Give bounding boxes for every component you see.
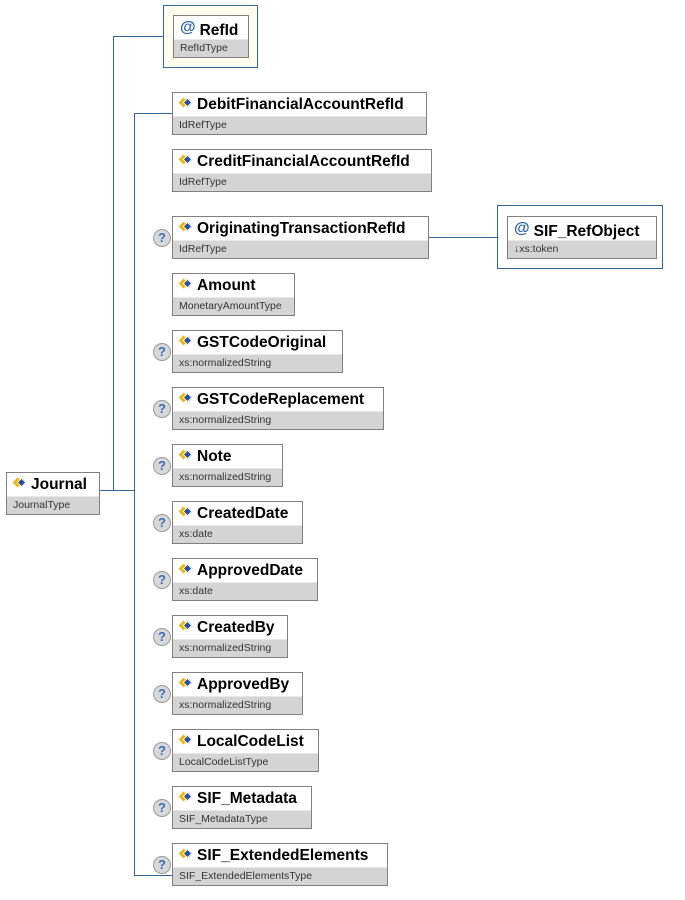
element-icon <box>179 450 193 460</box>
element-name: ApprovedDate <box>197 562 303 579</box>
element-type: xs:date <box>173 582 317 600</box>
element-approveddate[interactable]: ApprovedDate xs:date <box>172 558 318 601</box>
element-name: Journal <box>31 476 87 493</box>
element-createdby[interactable]: CreatedBy xs:normalizedString <box>172 615 288 658</box>
element-icon <box>179 393 193 403</box>
connector <box>113 36 163 37</box>
element-icon <box>179 279 193 289</box>
element-name: SIF_Metadata <box>197 790 297 807</box>
element-note[interactable]: Note xs:normalizedString <box>172 444 283 487</box>
optional-icon: ? <box>153 457 171 475</box>
element-name: Note <box>197 448 232 465</box>
element-type: LocalCodeListType <box>173 753 318 771</box>
element-type: xs:normalizedString <box>173 639 287 657</box>
ref-object-group <box>497 205 663 269</box>
connector <box>134 113 172 114</box>
optional-icon: ? <box>153 514 171 532</box>
element-name: GSTCodeOriginal <box>197 334 327 351</box>
element-icon <box>179 336 193 346</box>
element-name: CreatedBy <box>197 619 275 636</box>
optional-icon: ? <box>153 400 171 418</box>
element-type: xs:normalizedString <box>173 468 282 486</box>
element-icon <box>179 98 193 108</box>
element-type: xs:normalizedString <box>173 696 302 714</box>
attribute-type: ↓xs:token <box>508 240 656 258</box>
element-type: SIF_ExtendedElementsType <box>173 867 387 885</box>
element-type: JournalType <box>7 496 99 514</box>
element-type: xs:date <box>173 525 302 543</box>
attribute-icon: @ <box>514 220 530 237</box>
element-name: CreatedDate <box>197 505 289 522</box>
element-type: IdRefType <box>173 173 431 191</box>
element-icon <box>179 507 193 517</box>
element-name: SIF_ExtendedElements <box>197 847 369 864</box>
optional-icon: ? <box>153 856 171 874</box>
connector <box>428 237 497 238</box>
optional-icon: ? <box>153 229 171 247</box>
optional-icon: ? <box>153 628 171 646</box>
connector <box>99 490 134 491</box>
element-gstcodeoriginal[interactable]: GSTCodeOriginal xs:normalizedString <box>172 330 343 373</box>
element-icon <box>179 222 193 232</box>
element-gstcodereplacement[interactable]: GSTCodeReplacement xs:normalizedString <box>172 387 384 430</box>
attribute-icon: @ <box>180 19 196 36</box>
element-type: MonetaryAmountType <box>173 297 294 315</box>
element-name: OriginatingTransactionRefId <box>197 220 406 237</box>
attribute-name: RefId <box>199 22 239 39</box>
element-name: GSTCodeReplacement <box>197 391 365 408</box>
element-type: IdRefType <box>173 240 428 258</box>
connector <box>113 36 114 491</box>
attribute-sif-refobject[interactable]: @SIF_RefObject ↓xs:token <box>507 216 657 259</box>
optional-icon: ? <box>153 685 171 703</box>
attribute-name: SIF_RefObject <box>533 223 640 240</box>
element-name: CreditFinancialAccountRefId <box>197 153 410 170</box>
element-type: SIF_MetadataType <box>173 810 311 828</box>
element-type: IdRefType <box>173 116 426 134</box>
attribute-refid[interactable]: @RefId RefIdType <box>173 15 249 58</box>
element-icon <box>179 678 193 688</box>
attribute-type: RefIdType <box>174 39 248 57</box>
element-icon <box>179 155 193 165</box>
element-approvedby[interactable]: ApprovedBy xs:normalizedString <box>172 672 303 715</box>
element-icon <box>179 735 193 745</box>
connector <box>134 113 135 875</box>
element-icon <box>13 478 27 488</box>
element-name: Amount <box>197 277 256 294</box>
element-icon <box>179 849 193 859</box>
element-createddate[interactable]: CreatedDate xs:date <box>172 501 303 544</box>
element-icon <box>179 792 193 802</box>
element-type: xs:normalizedString <box>173 411 383 429</box>
element-type: xs:normalizedString <box>173 354 342 372</box>
element-name: DebitFinancialAccountRefId <box>197 96 404 113</box>
optional-icon: ? <box>153 571 171 589</box>
connector <box>134 875 172 876</box>
optional-icon: ? <box>153 799 171 817</box>
element-icon <box>179 621 193 631</box>
element-name: LocalCodeList <box>197 733 304 750</box>
element-icon <box>179 564 193 574</box>
element-journal[interactable]: Journal JournalType <box>6 472 100 515</box>
optional-icon: ? <box>153 742 171 760</box>
element-name: ApprovedBy <box>197 676 290 693</box>
optional-icon: ? <box>153 343 171 361</box>
